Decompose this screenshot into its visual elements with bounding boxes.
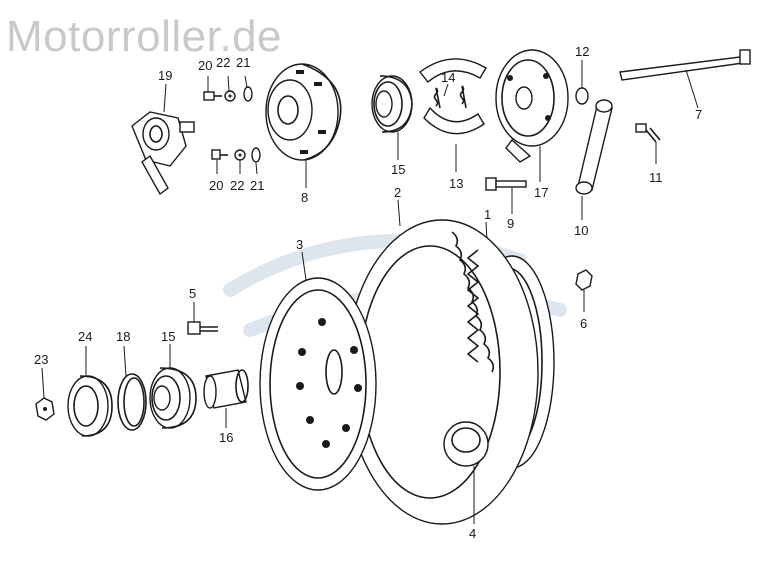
part-tube bbox=[443, 421, 489, 524]
part-oil-seal bbox=[67, 346, 113, 437]
part-brake-arm bbox=[575, 60, 613, 220]
callout-17: 17 bbox=[534, 185, 548, 200]
callout-19: 19 bbox=[158, 68, 172, 83]
callout-2: 2 bbox=[394, 185, 401, 200]
callout-labels: 1 2 3 4 5 6 7 8 9 10 11 12 13 14 15 15 1… bbox=[34, 44, 702, 541]
part-rim-left bbox=[259, 251, 377, 491]
callout-10: 10 bbox=[574, 223, 588, 238]
callout-21-upper: 21 bbox=[236, 55, 250, 70]
callout-9: 9 bbox=[507, 216, 514, 231]
callout-22-lower: 22 bbox=[230, 178, 244, 193]
callout-5: 5 bbox=[189, 286, 196, 301]
watermark-text: Motorroller.de bbox=[6, 12, 283, 61]
part-brake-plate bbox=[495, 49, 569, 182]
part-circlip bbox=[117, 345, 147, 431]
part-nut-6 bbox=[575, 269, 593, 312]
part-screw-washers-lower bbox=[211, 147, 261, 175]
part-speedo-drive bbox=[131, 83, 195, 196]
callout-4: 4 bbox=[469, 526, 476, 541]
callout-15-upper: 15 bbox=[391, 162, 405, 177]
callout-3: 3 bbox=[296, 237, 303, 252]
callout-24: 24 bbox=[78, 329, 92, 344]
callout-8: 8 bbox=[301, 190, 308, 205]
callout-14: 14 bbox=[441, 70, 455, 85]
part-brake-shoes bbox=[419, 58, 487, 172]
part-tire bbox=[345, 199, 539, 525]
part-hub-drum bbox=[265, 63, 342, 188]
part-valve bbox=[485, 177, 527, 214]
callout-20-lower: 20 bbox=[209, 178, 223, 193]
callout-16: 16 bbox=[219, 430, 233, 445]
callout-12: 12 bbox=[575, 44, 589, 59]
part-spacer-sleeve bbox=[203, 369, 249, 428]
part-bearing-upper bbox=[371, 75, 413, 160]
callout-23: 23 bbox=[34, 352, 48, 367]
callout-20-upper: 20 bbox=[198, 58, 212, 73]
callout-13: 13 bbox=[449, 176, 463, 191]
callout-1: 1 bbox=[484, 207, 491, 222]
callout-18: 18 bbox=[116, 329, 130, 344]
part-bearing-lower bbox=[149, 344, 197, 429]
part-bolt-5 bbox=[187, 302, 218, 335]
part-axle bbox=[619, 49, 751, 109]
callout-22-upper: 22 bbox=[216, 55, 230, 70]
part-screw-washers-upper bbox=[203, 75, 253, 102]
callout-15-lower: 15 bbox=[161, 329, 175, 344]
callout-6: 6 bbox=[580, 316, 587, 331]
callout-7: 7 bbox=[695, 107, 702, 122]
callout-21-lower: 21 bbox=[250, 178, 264, 193]
callout-11: 11 bbox=[649, 170, 663, 185]
part-bolt-11 bbox=[635, 123, 661, 164]
part-nut-23 bbox=[35, 367, 55, 421]
